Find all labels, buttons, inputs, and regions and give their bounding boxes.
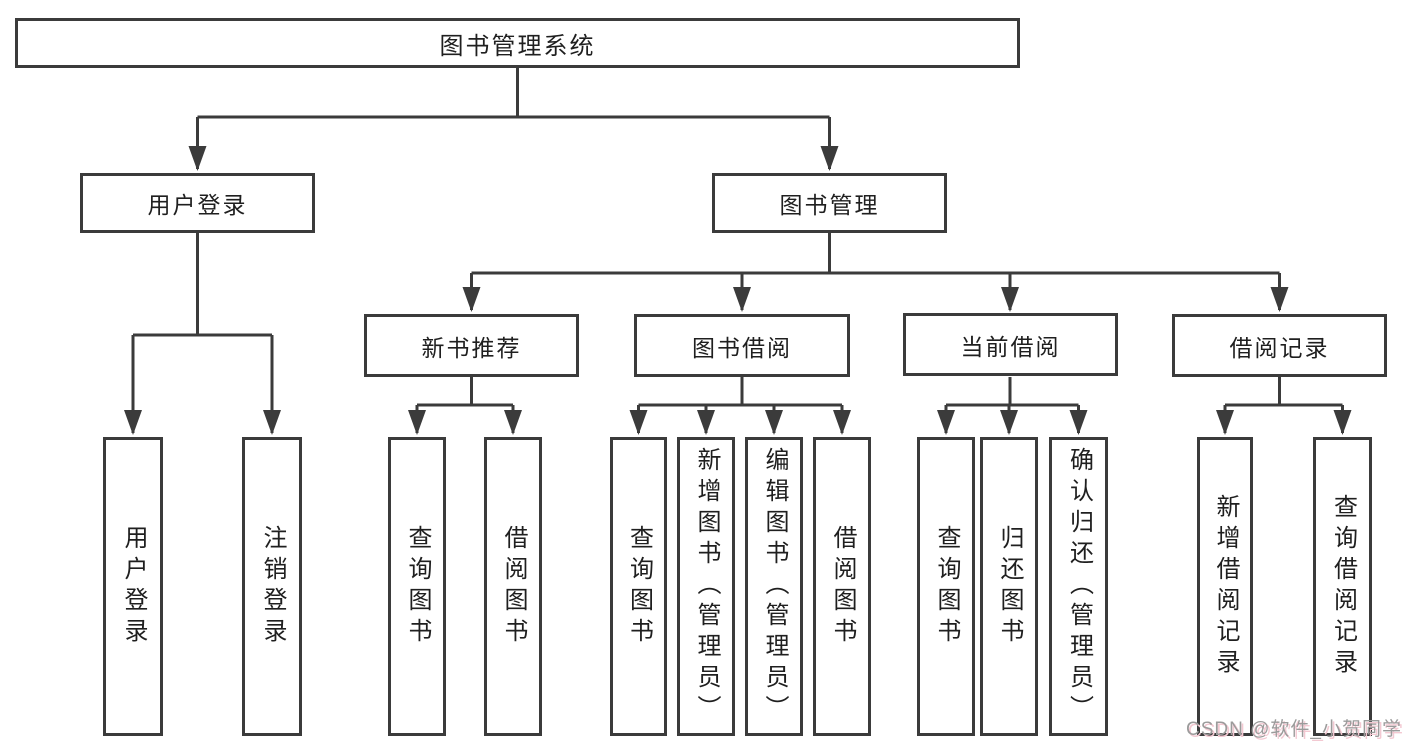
leaf-return-book-label: 归还图书 [996,524,1023,649]
leaf-add-book-admin: 新增图书（管理员） [677,437,735,736]
node-borrowing-records: 借阅记录 [1172,314,1387,377]
leaf-add-borrow-record-label: 新增借阅记录 [1212,493,1239,680]
leaf-return-book: 归还图书 [980,437,1038,736]
leaf-query-books-current: 查询图书 [917,437,975,736]
leaf-add-book-admin-label: 新增图书（管理员） [693,447,720,726]
node-book-management: 图书管理 [712,173,947,233]
leaf-logout: 注销登录 [242,437,302,736]
node-current-borrowing: 当前借阅 [903,313,1118,376]
leaf-query-books-current-label: 查询图书 [933,524,960,649]
leaf-borrow-books-borrowing: 借阅图书 [813,437,871,736]
leaf-query-borrow-record-label: 查询借阅记录 [1329,493,1357,680]
leaf-edit-book-admin: 编辑图书（管理员） [745,437,803,736]
leaf-borrow-books-borrowing-label: 借阅图书 [829,524,856,649]
node-user-login: 用户登录 [80,173,315,233]
leaf-query-books-borrowing: 查询图书 [610,437,667,736]
watermark: CSDN @软件_小贺同学 [1186,719,1402,740]
leaf-logout-label: 注销登录 [259,524,286,649]
node-new-book-recommend: 新书推荐 [364,314,579,377]
leaf-user-login-label: 用户登录 [120,524,147,649]
leaf-user-login: 用户登录 [103,437,163,736]
leaf-query-books-recommend-label: 查询图书 [404,524,431,649]
leaf-borrow-books-recommend: 借阅图书 [484,437,542,736]
leaf-confirm-return-admin-label: 确认归还（管理员） [1065,447,1093,726]
leaf-query-books-recommend: 查询图书 [388,437,446,736]
leaf-confirm-return-admin: 确认归还（管理员） [1049,437,1108,736]
leaf-query-books-borrowing-label: 查询图书 [625,524,653,649]
leaf-query-borrow-record: 查询借阅记录 [1313,437,1372,736]
leaf-borrow-books-recommend-label: 借阅图书 [500,524,527,649]
node-book-borrowing: 图书借阅 [634,314,850,377]
node-root-system: 图书管理系统 [15,18,1020,68]
leaf-edit-book-admin-label: 编辑图书（管理员） [761,447,788,726]
leaf-add-borrow-record: 新增借阅记录 [1197,437,1253,736]
